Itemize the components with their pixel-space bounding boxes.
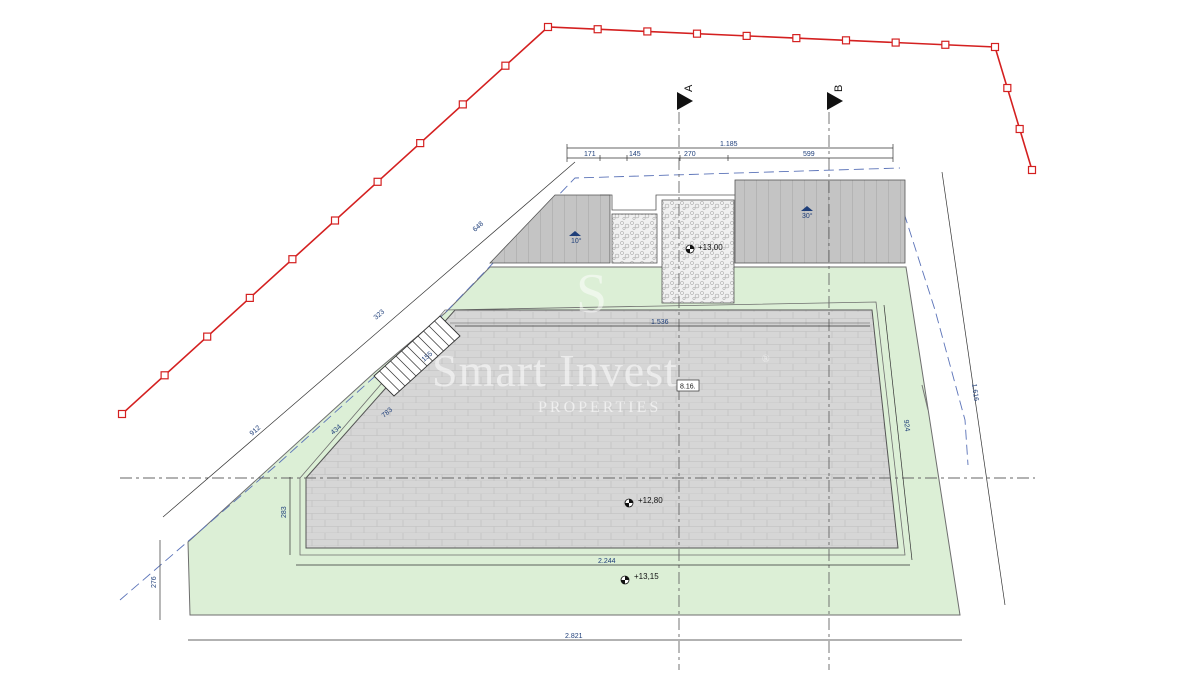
elevation-marker-terrace: +12,80 xyxy=(624,496,663,508)
watermark-brand: Smart Invest xyxy=(432,345,678,396)
section-line-b: B xyxy=(827,85,845,670)
boundary-marker xyxy=(1015,124,1024,134)
wall-segment xyxy=(921,384,929,411)
stair-tread xyxy=(401,350,422,372)
dim-left-323: 323 xyxy=(373,308,386,321)
roof-pitch-left: 10° xyxy=(571,237,582,245)
boundary-marker xyxy=(593,25,602,34)
dim-top-total: 1.185 xyxy=(720,141,738,148)
staircase xyxy=(373,315,461,397)
boundary-marker xyxy=(501,61,510,70)
dim-terrace-top: 1.536 xyxy=(651,319,669,326)
boundary-marker xyxy=(1003,83,1012,93)
boundary-marker xyxy=(891,38,900,47)
dim-left-912: 912 xyxy=(249,424,262,437)
boundary-marker xyxy=(792,34,801,43)
building-outline xyxy=(600,194,735,211)
boundary-marker xyxy=(1027,165,1037,175)
stair-tread xyxy=(417,335,439,357)
stair-tread xyxy=(423,330,444,352)
dim-terrace-bottom: 2.244 xyxy=(598,558,616,565)
stair-tread xyxy=(390,360,411,382)
boundary-marker xyxy=(117,409,127,419)
terrace-outer xyxy=(299,301,906,556)
boundary-marker xyxy=(990,42,1000,52)
section-label-b: B xyxy=(833,85,845,92)
dim-right-1616: 1.616 xyxy=(970,383,979,401)
boundary-marker xyxy=(543,22,553,32)
lot-line xyxy=(119,167,969,601)
stair-tread xyxy=(428,325,450,347)
dimension-lines xyxy=(159,144,1006,641)
stair-tread xyxy=(379,370,400,392)
roof-pitch-arrow-left xyxy=(569,231,581,236)
boundary-marker xyxy=(458,100,467,109)
dim-terrace-right: 924 xyxy=(902,419,910,432)
dim-left-648: 648 xyxy=(472,220,485,233)
dim-top-3: 270 xyxy=(684,151,696,158)
watermark-tagline: PROPERTIES xyxy=(538,399,661,416)
stair-tread xyxy=(395,355,417,377)
section-label-a: A xyxy=(683,84,695,92)
boundary-marker xyxy=(941,40,950,49)
stair-tread xyxy=(434,320,455,342)
room-tag: 8.16. xyxy=(676,379,700,392)
roof-right xyxy=(734,179,906,264)
boundary-marker xyxy=(416,139,425,148)
boundary-marker xyxy=(643,27,652,36)
elevation-marker-garden: +13,15 xyxy=(620,572,659,585)
elevation-upper: +13,00 xyxy=(698,243,723,252)
boundary-marker xyxy=(288,255,297,264)
boundary-marker xyxy=(203,332,212,341)
property-boundary xyxy=(117,22,1037,419)
boundary-marker xyxy=(841,36,851,45)
dim-bottom-total: 2.821 xyxy=(565,633,583,640)
stair-tread xyxy=(384,365,406,387)
elevation-marker-upper: +13,00 xyxy=(685,243,723,254)
dim-top-4: 599 xyxy=(803,151,815,158)
dim-left-276: 276 xyxy=(151,576,158,588)
gravel-walkway xyxy=(661,199,735,304)
gravel-small xyxy=(611,213,658,264)
boundary-marker xyxy=(160,371,169,380)
roof-left xyxy=(489,194,611,264)
boundary-marker xyxy=(373,177,382,186)
watermark-monogram: S xyxy=(576,263,607,325)
roof-pitch-right: 30° xyxy=(802,212,813,220)
room-tag-label: 8.16. xyxy=(680,384,696,391)
dim-terrace-left: 283 xyxy=(281,506,288,518)
stair-tread xyxy=(406,345,428,367)
terrace-paving xyxy=(305,309,899,549)
dim-top-2: 145 xyxy=(629,151,641,158)
stair-tread xyxy=(412,340,433,362)
elevation-terrace: +12,80 xyxy=(638,496,663,505)
watermark-reg: ® xyxy=(762,354,773,365)
roof-pitch-arrow-right xyxy=(801,206,813,211)
dimension-labels: 1.185 171 145 270 599 648 323 912 434 78… xyxy=(151,141,979,640)
watermark: S Smart Invest ® PROPERTIES xyxy=(432,263,773,416)
boundary-marker xyxy=(245,293,254,302)
boundary-marker xyxy=(330,216,340,225)
elevation-garden: +13,15 xyxy=(634,572,659,581)
boundary-marker xyxy=(742,31,751,40)
dim-top-1: 171 xyxy=(584,151,596,158)
boundary-marker xyxy=(692,29,702,38)
